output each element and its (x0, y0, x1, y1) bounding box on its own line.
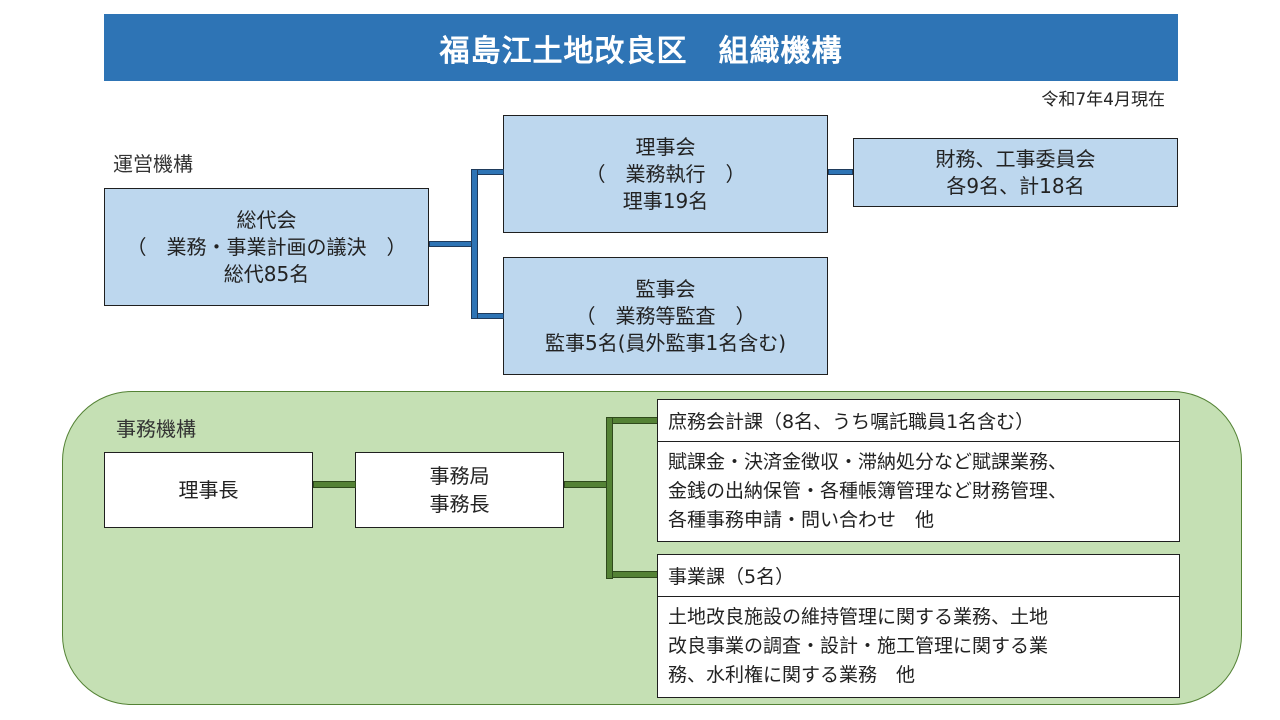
management-section-label: 運営機構 (113, 152, 193, 176)
general-affairs-duties: 賦課金・決済金徴収・滞納処分など賦課業務、 金銭の出納保管・各種帳簿管理など財務… (658, 442, 1179, 541)
page-title-bar: 福島江土地改良区 組織機構 (104, 14, 1178, 81)
duty-line: 賦課金・決済金徴収・滞納処分など賦課業務、 (668, 451, 1068, 473)
secretariat-line1: 事務局 (429, 464, 490, 488)
audit-box: 監事会 （ 業務等監査 ） 監事5名(員外監事1名含む) (503, 257, 828, 375)
chairman-label: 理事長 (178, 478, 239, 502)
as-of-date: 令和7年4月現在 (1041, 90, 1165, 110)
duty-line: 金銭の出納保管・各種帳簿管理など財務管理、 (668, 480, 1068, 502)
chairman-box: 理事長 (104, 452, 313, 528)
board-box: 理事会 （ 業務執行 ） 理事19名 (503, 115, 828, 233)
connector-trunk-to-board (477, 169, 504, 175)
project-section: 事業課（5名） 土地改良施設の維持管理に関する業務、土地 改良事業の調査・設計・… (657, 554, 1180, 698)
secretariat-line2: 事務長 (429, 492, 490, 516)
audit-role: （ 業務等監査 ） (575, 303, 756, 328)
project-duties: 土地改良施設の維持管理に関する業務、土地 改良事業の調査・設計・施工管理に関する… (658, 597, 1179, 696)
board-members: 理事19名 (622, 188, 709, 213)
audit-members: 監事5名(員外監事1名含む) (544, 330, 787, 355)
connector-secretariat-to-trunk (564, 481, 608, 488)
committees-box: 財務、工事委員会 各9名、計18名 (853, 138, 1178, 207)
secretariat-box: 事務局 事務長 (355, 452, 564, 528)
connector-assembly-to-trunk (429, 241, 473, 247)
general-assembly-role: （ 業務・事業計画の議決 ） (126, 234, 407, 259)
connector-chairman-to-secretariat (313, 481, 356, 488)
committees-members: 各9名、計18名 (946, 173, 1085, 198)
connector-trunk-to-general-affairs (612, 417, 658, 424)
office-section-label: 事務機構 (116, 417, 196, 441)
general-affairs-section: 庶務会計課（8名、うち嘱託職員1名含む） 賦課金・決済金徴収・滞納処分など賦課業… (657, 399, 1180, 542)
board-role: （ 業務執行 ） (585, 161, 746, 186)
connector-management-trunk (471, 169, 478, 319)
board-name: 理事会 (635, 134, 696, 159)
general-assembly-box: 総代会 （ 業務・事業計画の議決 ） 総代85名 (104, 188, 429, 306)
duty-line: 各種事務申請・問い合わせ 他 (668, 509, 935, 531)
connector-trunk-to-audit (477, 313, 504, 319)
connector-office-trunk (606, 417, 613, 579)
connector-trunk-to-project (612, 571, 658, 578)
general-affairs-title: 庶務会計課（8名、うち嘱託職員1名含む） (658, 400, 1179, 442)
duty-line: 改良事業の調査・設計・施工管理に関する業 (668, 635, 1049, 657)
connector-board-to-committees (828, 169, 853, 175)
duty-line: 土地改良施設の維持管理に関する業務、土地 (668, 606, 1049, 628)
duty-line: 務、水利権に関する業務 他 (668, 664, 916, 686)
audit-name: 監事会 (635, 276, 696, 301)
general-assembly-members: 総代85名 (223, 261, 310, 286)
general-assembly-name: 総代会 (236, 207, 297, 232)
page-title: 福島江土地改良区 組織機構 (439, 33, 843, 69)
project-title: 事業課（5名） (658, 555, 1179, 597)
committees-name: 財務、工事委員会 (935, 146, 1096, 171)
